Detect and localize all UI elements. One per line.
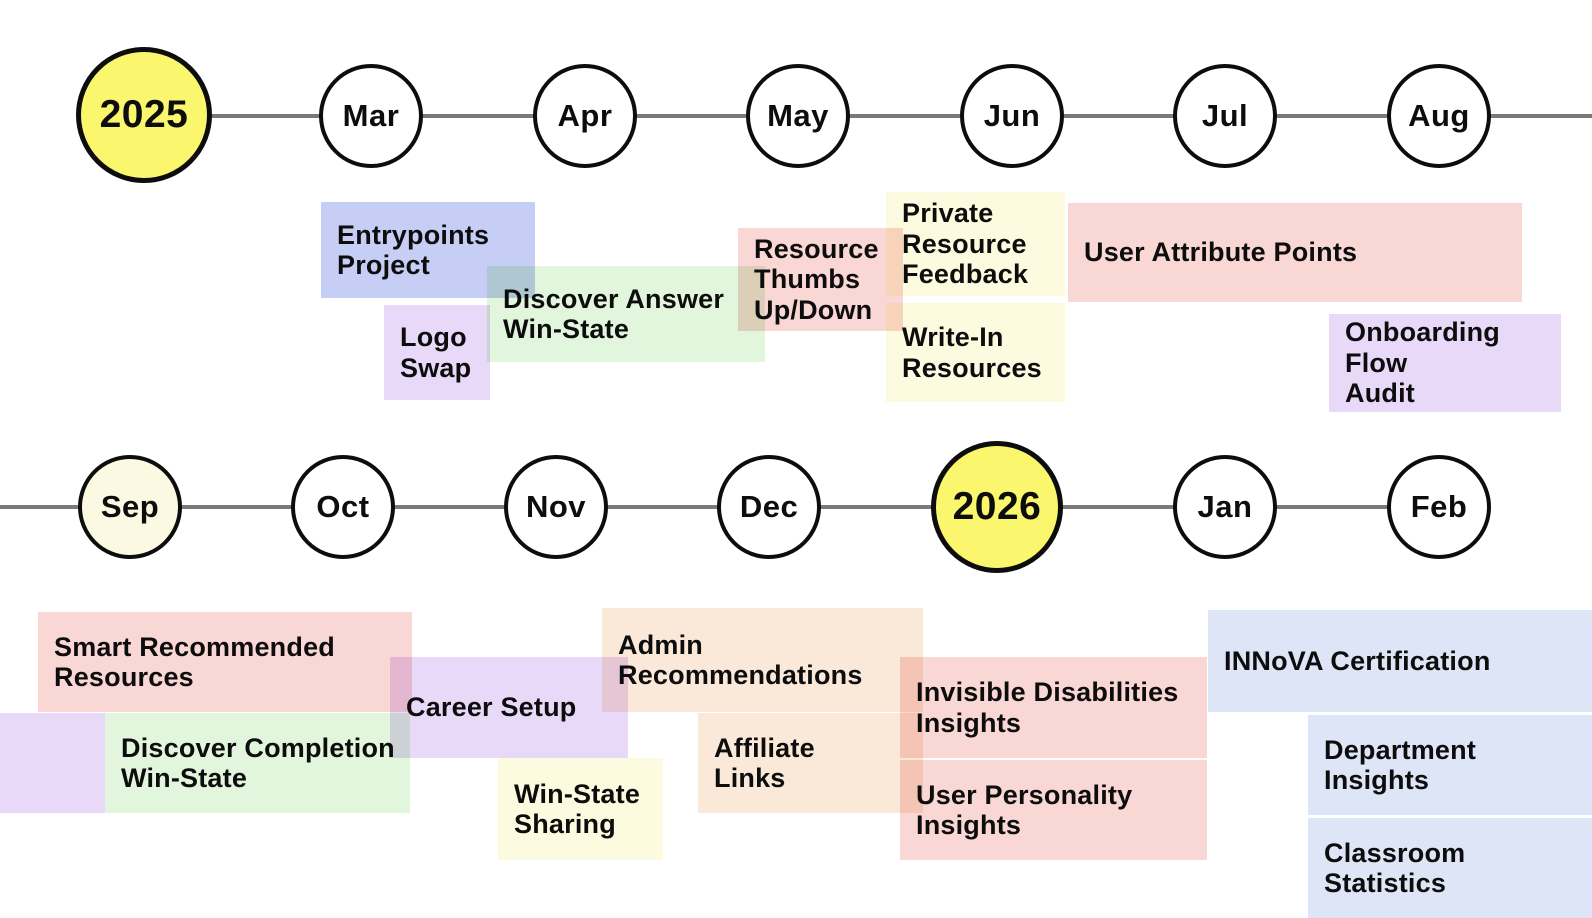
timeline-node-2025: 2025 (76, 47, 212, 183)
roadmap-item-label: Logo Swap (400, 322, 472, 383)
roadmap-item-innova-certification: INNoVA Certification (1208, 610, 1592, 712)
roadmap-item-department-insights: Department Insights (1308, 715, 1592, 815)
roadmap-item-win-state-sharing: Win-State Sharing (498, 758, 663, 860)
roadmap-item-label: Career Setup (406, 692, 577, 723)
timeline-node-nov: Nov (504, 455, 608, 559)
timeline-node-sep: Sep (78, 455, 182, 559)
timeline-node-feb: Feb (1387, 455, 1491, 559)
roadmap-item-label: Discover Completion Win-State (121, 732, 395, 794)
roadmap-item-entrypoints-project: Entrypoints Project (321, 202, 535, 298)
roadmap-item-label: Department Insights (1324, 734, 1477, 796)
roadmap-item-label: Affiliate Links (714, 732, 815, 794)
roadmap-item-label: Classroom Statistics (1324, 837, 1466, 899)
roadmap-item-label: User Attribute Points (1084, 237, 1358, 268)
roadmap-item-label: Onboarding Flow Audit (1345, 317, 1500, 409)
timeline-node-mar: Mar (319, 64, 423, 168)
timeline-node-dec: Dec (717, 455, 821, 559)
roadmap-item-logo-swap: Logo Swap (384, 305, 490, 400)
roadmap-item-resource-thumbs-up-down: Resource Thumbs Up/Down (738, 228, 903, 331)
roadmap-item-career-setup: Career Setup (390, 657, 628, 758)
roadmap-item-label: Write-In Resources (902, 322, 1042, 383)
timeline-node-jun: Jun (960, 64, 1064, 168)
roadmap-item-label: INNoVA Certification (1224, 645, 1491, 676)
roadmap-item-onboarding-flow-audit: Onboarding Flow Audit (1329, 314, 1561, 412)
roadmap-item-label: Smart Recommended Resources (54, 631, 335, 693)
timeline-node-apr: Apr (533, 64, 637, 168)
roadmap-item-affiliate-links: Affiliate Links (698, 713, 923, 813)
timeline-node-may: May (746, 64, 850, 168)
roadmap-item-discover-completion-win-state: Discover Completion Win-State (105, 713, 410, 813)
roadmap-item-label: Discover Answer Win-State (503, 283, 725, 345)
roadmap-item-admin-recommendations: Admin Recommendations (602, 608, 923, 712)
roadmap-item-label: User Personality Insights (916, 779, 1133, 841)
roadmap-item-smart-recommended-resources: Smart Recommended Resources (38, 612, 412, 712)
timeline-row-2025-connector-line (144, 114, 1592, 118)
roadmap-item-label: Resource Thumbs Up/Down (754, 233, 879, 325)
roadmap-item-label: Win-State Sharing (514, 778, 641, 840)
roadmap-item-user-personality-insights: User Personality Insights (900, 760, 1207, 860)
roadmap-item-label: Private Resource Feedback (902, 198, 1029, 290)
roadmap-item-invisible-disabilities-insights: Invisible Disabilities Insights (900, 657, 1207, 758)
roadmap-item-write-in-resources: Write-In Resources (886, 303, 1065, 402)
roadmap-item-user-attribute-points: User Attribute Points (1068, 203, 1522, 302)
timeline-node-aug: Aug (1387, 64, 1491, 168)
timeline-node-oct: Oct (291, 455, 395, 559)
timeline-node-jul: Jul (1173, 64, 1277, 168)
timeline-node-jan: Jan (1173, 455, 1277, 559)
roadmap-item-label: Entrypoints Project (337, 219, 490, 281)
roadmap-item-classroom-statistics: Classroom Statistics (1308, 818, 1592, 918)
timeline-node-2026: 2026 (931, 441, 1063, 573)
roadmap-item-discover-answer-win-state: Discover Answer Win-State (487, 266, 765, 362)
roadmap-item-private-resource-feedback: Private Resource Feedback (886, 192, 1065, 296)
roadmap-item-unlabeled (0, 713, 105, 813)
roadmap-item-label: Invisible Disabilities Insights (916, 677, 1179, 738)
roadmap-item-label: Admin Recommendations (618, 629, 863, 691)
